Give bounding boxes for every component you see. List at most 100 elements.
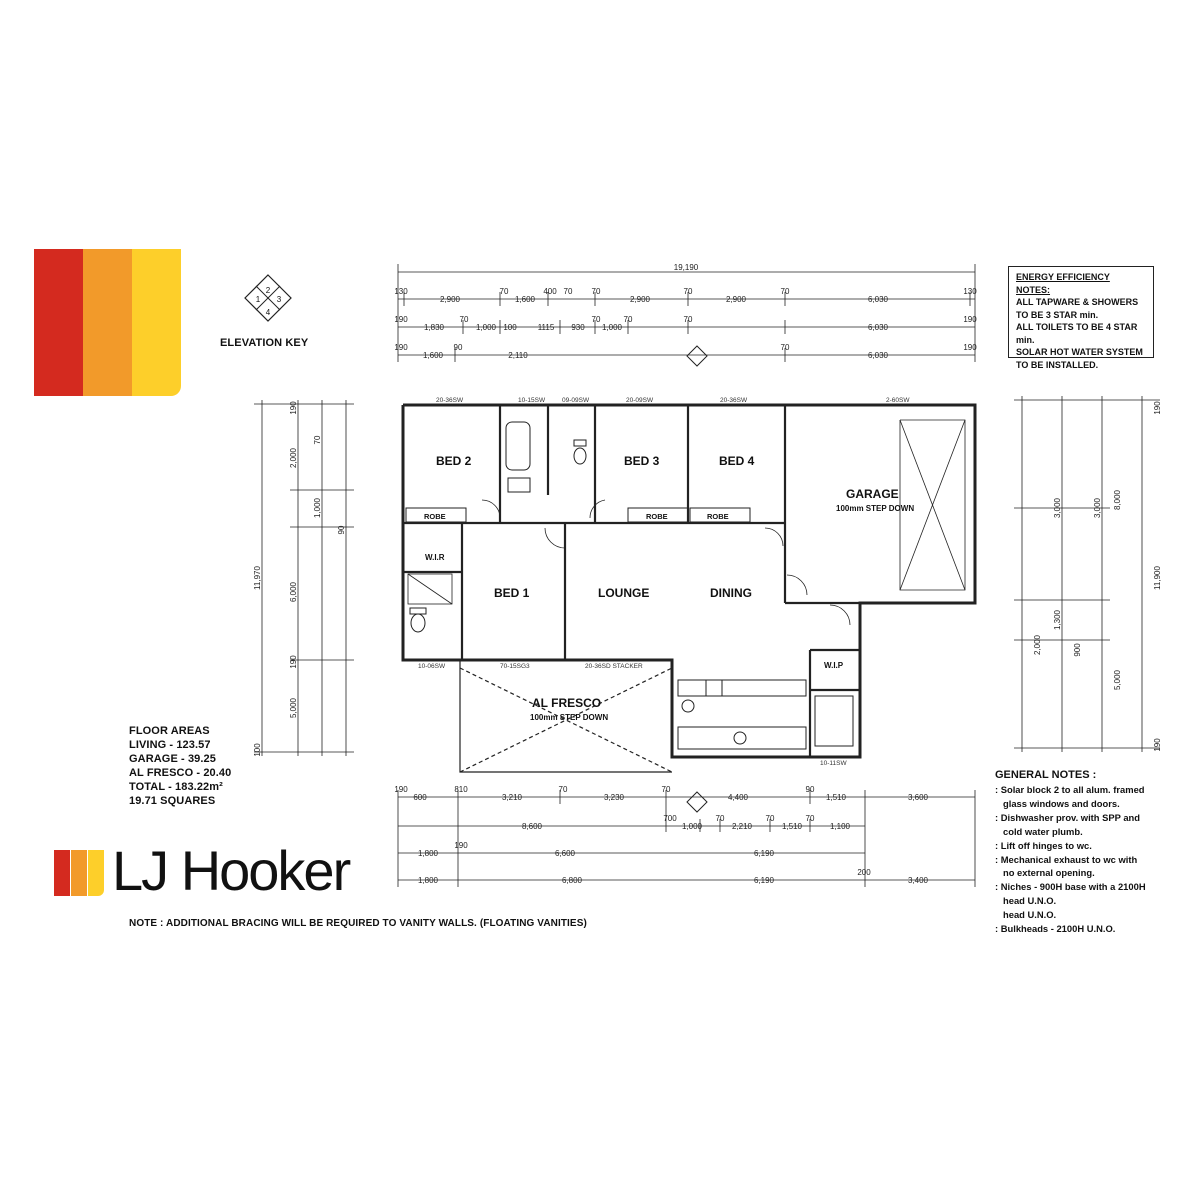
dimension-text: 70	[313, 435, 322, 444]
logo-orange-block	[83, 249, 132, 396]
dimension-text: 190	[394, 785, 408, 794]
window-code: 10-11SW	[820, 760, 847, 767]
dimension-text: 1115	[538, 323, 555, 332]
window-code: 10-15SW	[518, 397, 546, 404]
room-sub-garage: 100mm STEP DOWN	[836, 504, 914, 513]
room-label-dining: DINING	[710, 586, 752, 600]
dimension-text: 1,510	[782, 822, 803, 831]
window-code: 20-09SW	[626, 397, 654, 404]
dimension-text: 1,800	[418, 849, 439, 858]
general-note-line: no external opening.	[1003, 867, 1095, 879]
general-note-line: : Niches - 900H base with a 2100H	[995, 881, 1146, 893]
energy-note-line: min.	[1016, 334, 1035, 345]
dimension-text: 6,190	[754, 876, 775, 885]
dimension-text: 130	[963, 287, 977, 296]
brand-mark-orange	[71, 850, 87, 896]
dimension-text: 70	[766, 814, 775, 823]
room-label-bed-3: BED 3	[624, 454, 660, 468]
general-note-line: cold water plumb.	[1003, 825, 1083, 837]
dimension-text: 3,000	[1093, 497, 1102, 518]
brand-logo-blocks	[34, 249, 181, 396]
room-label-alfresco: AL FRESCO	[532, 696, 601, 710]
dimension-text: 70	[716, 814, 725, 823]
dimension-text: 6,030	[868, 323, 889, 332]
dimension-text: 1,000	[313, 497, 322, 518]
dimension-text: 100	[503, 323, 517, 332]
floor-area-line: LIVING - 123.57	[129, 739, 211, 751]
section-marker-icon	[686, 345, 708, 813]
brand-mark-red	[54, 850, 70, 896]
room-label-bed-2: BED 2	[436, 454, 472, 468]
dimension-text: 400	[543, 287, 557, 296]
kitchen-bench	[677, 679, 807, 750]
floor-area-line: AL FRESCO - 20.40	[129, 767, 232, 779]
bath-icon	[505, 421, 531, 493]
dimension-text: 70	[624, 315, 633, 324]
dimension-text: 190	[963, 315, 977, 324]
dimension-text: 810	[454, 785, 468, 794]
dimension-text: 1,830	[424, 323, 445, 332]
dimension-text: 90	[806, 785, 815, 794]
dimension-text: 6,030	[868, 351, 889, 360]
room-label-robe: ROBE	[707, 512, 729, 521]
door-swings	[481, 499, 851, 626]
dimension-text: 11,970	[253, 566, 262, 590]
general-note-line: head U.N.O.	[1003, 909, 1057, 921]
dimension-text: 1,000	[602, 323, 623, 332]
dimension-text: 1,600	[423, 351, 444, 360]
dimension-text: 930	[571, 323, 585, 332]
dimension-text: 2,110	[508, 351, 528, 360]
dimension-text: 130	[394, 287, 408, 296]
dimension-text: 70	[662, 785, 671, 794]
dimension-text: 6,600	[555, 849, 576, 858]
dimension-text: 1,000	[682, 822, 703, 831]
dimension-text: 1,300	[1053, 609, 1062, 630]
window-code: 2-60SW	[886, 397, 910, 404]
dimension-text: 190	[289, 401, 298, 415]
room-label-wir: W.I.R	[425, 553, 445, 562]
energy-efficiency-notes: ENERGY EFFICIENCY NOTES: ALL TAPWARE & S…	[1008, 266, 1154, 370]
dimension-text: 3,600	[908, 793, 929, 802]
dimension-text: 70	[592, 315, 601, 324]
elevation-key-label: ELEVATION KEY	[220, 337, 309, 349]
window-code: 20-36SD STACKER	[585, 663, 643, 670]
dimension-text: 2,000	[289, 447, 298, 468]
dimension-text: 190	[1153, 738, 1162, 752]
shower-icon	[407, 573, 453, 605]
elevation-key-number: 3	[277, 295, 282, 304]
dimension-text: 3,230	[604, 793, 625, 802]
dimension-text: 3,000	[1053, 497, 1062, 518]
floor-areas-title: FLOOR AREAS	[129, 725, 210, 737]
dimension-text: 5,000	[1113, 669, 1122, 690]
dimension-text: 6,800	[562, 876, 583, 885]
logo-yellow-block	[132, 249, 181, 396]
dimension-text: 190	[394, 315, 408, 324]
dimension-text: 2,000	[1033, 634, 1042, 655]
energy-note-line: ALL TOILETS TO BE 4 STAR	[1016, 322, 1138, 332]
general-note-line: : Dishwasher prov. with SPP and	[995, 811, 1140, 823]
dimension-text: 1,600	[515, 295, 536, 304]
general-note-line: : Bulkheads - 2100H U.N.O.	[995, 923, 1116, 935]
dimension-text: 100	[253, 743, 262, 757]
room-label-robe: ROBE	[424, 512, 446, 521]
bracing-note: NOTE : ADDITIONAL BRACING WILL BE REQUIR…	[129, 918, 587, 929]
dimension-text: 70	[460, 315, 469, 324]
dimension-text: 2,900	[440, 295, 461, 304]
left-dimension-lines	[254, 400, 354, 756]
dimension-text: 19,190	[674, 263, 699, 272]
energy-note-line: ALL TAPWARE & SHOWERS	[1016, 297, 1139, 307]
elevation-key-number: 4	[266, 308, 271, 317]
general-note-line: : Mechanical exhaust to wc with	[995, 853, 1138, 865]
dimension-text: 8,000	[1113, 489, 1122, 510]
dimension-text: 70	[684, 287, 693, 296]
general-notes: GENERAL NOTES : : Solar block 2 to all a…	[995, 769, 1146, 936]
energy-note-line: TO BE INSTALLED.	[1016, 359, 1099, 370]
interior-walls	[403, 405, 860, 757]
dimension-text: 70	[781, 343, 790, 352]
dimension-text: 1,000	[476, 323, 497, 332]
dimension-text: 190	[963, 343, 977, 352]
dimension-text: 6,000	[289, 581, 298, 602]
room-label-bed-4: BED 4	[719, 454, 755, 468]
dimension-text: 2,210	[732, 822, 753, 831]
